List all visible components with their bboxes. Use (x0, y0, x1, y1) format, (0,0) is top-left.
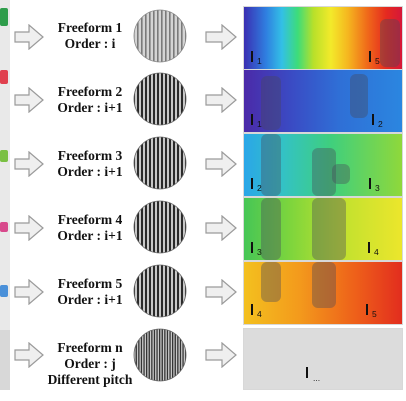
output-arrow-icon (205, 342, 237, 368)
shadow-shape (312, 262, 336, 308)
input-arrow-icon (14, 151, 44, 177)
shadow-shape (332, 164, 350, 184)
output-arrow-icon (205, 87, 237, 113)
row-label: Freeform 5 Order : i+1 (44, 276, 136, 308)
shadow-shape (261, 76, 281, 130)
result-panel-1: 1 5 (243, 6, 403, 70)
edge-blob (0, 285, 8, 297)
order-text: Order : i (64, 36, 116, 51)
pitch-note: Different pitch (47, 372, 133, 387)
marker-right (368, 242, 370, 253)
freeform-title: Freeform 3 (57, 148, 123, 163)
marker-left-label: 3 (257, 247, 262, 257)
order-text: Order : i+1 (57, 164, 123, 179)
result-panel-5: 4 5 (243, 261, 403, 325)
order-text: Order : i+1 (57, 100, 123, 115)
marker-right-label: 5 (375, 56, 380, 66)
left-edge-strip (0, 0, 10, 390)
marker-left-label: 1 (257, 119, 262, 129)
shadow-shape (380, 19, 400, 67)
marker-right (369, 51, 371, 62)
freeform-title: Freeform 2 (57, 84, 123, 99)
output-arrow-icon (205, 24, 237, 50)
shadow-shape (312, 198, 346, 260)
freeform-title: Freeform 4 (57, 212, 123, 227)
marker-right (372, 114, 374, 125)
input-arrow-icon (14, 215, 44, 241)
marker-left-label: ... (313, 373, 321, 383)
edge-block (0, 330, 10, 390)
input-arrow-icon (14, 87, 44, 113)
input-arrow-icon (14, 279, 44, 305)
row-label: Freeform 2 Order : i+1 (44, 84, 136, 116)
shadow-shape (350, 74, 368, 118)
result-panel-2: 1 2 (243, 69, 403, 133)
marker-left (251, 304, 253, 315)
marker-left (306, 367, 308, 378)
shadow-shape (261, 262, 281, 302)
marker-right-label: 5 (372, 309, 377, 319)
edge-blob (0, 8, 8, 26)
marker-left (251, 51, 253, 62)
grating-disk-icon (133, 200, 187, 254)
result-panel-4: 3 4 (243, 197, 403, 261)
input-arrow-icon (14, 24, 44, 50)
edge-blob (0, 150, 8, 162)
grating-disk-icon (133, 9, 187, 63)
order-text: Order : i+1 (57, 292, 123, 307)
row-label: Freeform 3 Order : i+1 (44, 148, 136, 180)
result-panel-3: 2 3 (243, 133, 403, 197)
marker-right-label: 3 (375, 183, 380, 193)
row-label: Freeform n Order : j Different pitch (44, 340, 136, 388)
marker-left-label: 2 (257, 183, 262, 193)
output-arrow-icon (205, 151, 237, 177)
grating-disk-icon (133, 136, 187, 190)
grating-disk-icon (133, 328, 187, 382)
marker-right (369, 178, 371, 189)
grating-disk-icon (133, 72, 187, 126)
shadow-shape (261, 134, 281, 196)
row-label: Freeform 1 Order : i (44, 20, 136, 52)
order-text: Order : i+1 (57, 228, 123, 243)
freeform-title: Freeform 5 (57, 276, 123, 291)
result-panel-n: ... (243, 328, 403, 390)
shadow-shape (312, 148, 336, 196)
freeform-title: Freeform n (57, 340, 123, 355)
marker-right (366, 304, 368, 315)
output-arrow-icon (205, 279, 237, 305)
marker-left-label: 4 (257, 309, 262, 319)
marker-right-label: 4 (374, 247, 379, 257)
input-arrow-icon (14, 342, 44, 368)
marker-left (251, 178, 253, 189)
freeform-title: Freeform 1 (57, 20, 123, 35)
marker-left (251, 242, 253, 253)
order-text: Order : j (64, 356, 116, 371)
marker-left (251, 114, 253, 125)
shadow-shape (261, 198, 281, 260)
row-label: Freeform 4 Order : i+1 (44, 212, 136, 244)
grating-disk-icon (133, 264, 187, 318)
marker-right-label: 2 (378, 119, 383, 129)
edge-blob (0, 222, 8, 232)
output-arrow-icon (205, 215, 237, 241)
edge-blob (0, 70, 8, 84)
marker-left-label: 1 (257, 56, 262, 66)
